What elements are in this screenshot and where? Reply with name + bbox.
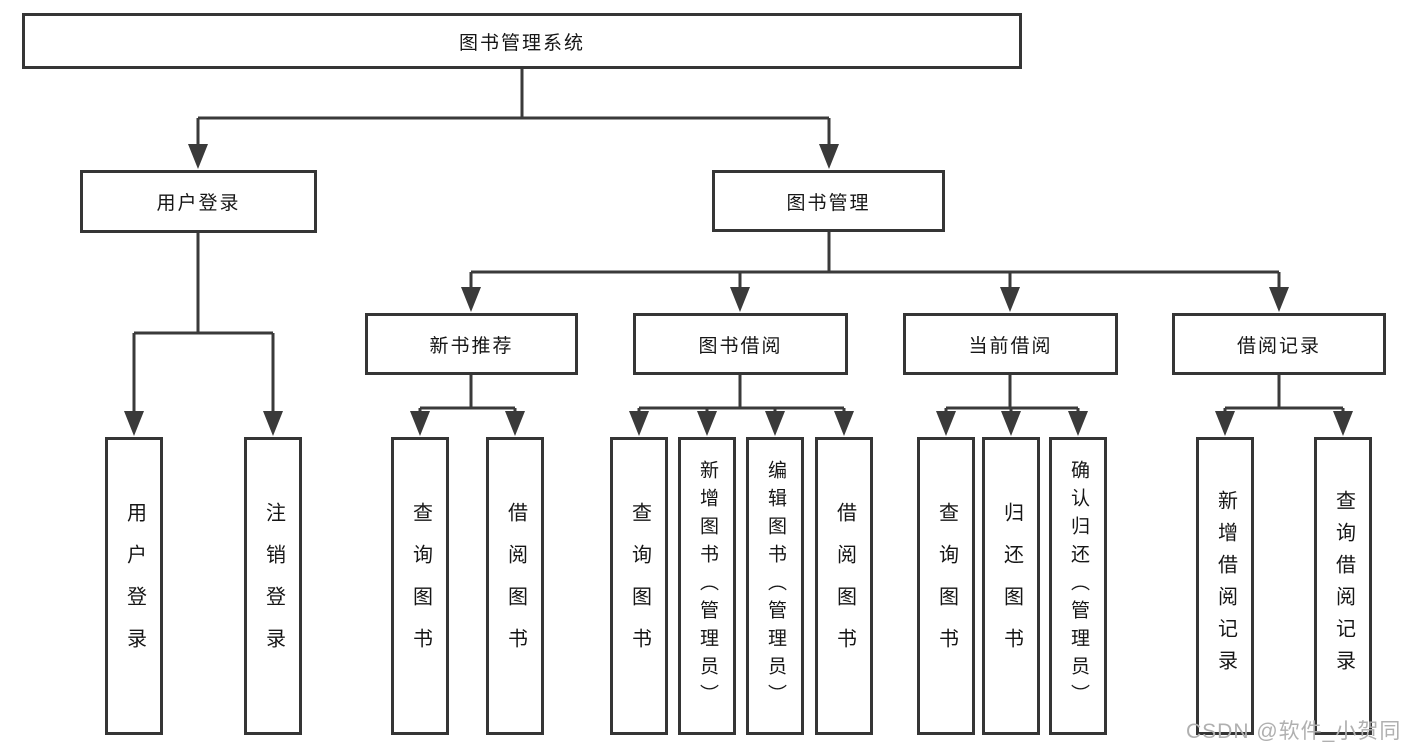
leaf-user-login: 用户登录 [105,437,163,735]
leaf-label: 新增图书（管理员） [696,460,718,712]
leaf-label: 借阅图书 [504,502,527,670]
leaf-query-books-current: 查询图书 [917,437,975,735]
arrow-icon [1000,287,1020,312]
arrow-icon [697,411,717,436]
arrow-icon [410,411,430,436]
arrow-icon [1269,287,1289,312]
leaf-edit-books-admin: 编辑图书（管理员） [746,437,804,735]
arrow-icon [188,144,208,169]
arrow-icon [834,411,854,436]
node-borrowing-records: 借阅记录 [1172,313,1386,375]
arrow-icon [1215,411,1235,436]
leaf-add-books-admin: 新增图书（管理员） [678,437,736,735]
node-user-login: 用户登录 [80,170,317,233]
leaf-label: 注销登录 [262,502,285,670]
leaf-label: 借阅图书 [833,502,856,670]
arrow-icon [1068,411,1088,436]
leaf-label: 确认归还（管理员） [1067,460,1089,712]
leaf-label: 查询图书 [409,502,432,670]
arrow-icon [263,411,283,436]
arrow-icon [1333,411,1353,436]
leaf-query-borrow-record: 查询借阅记录 [1314,437,1372,735]
leaf-label: 用户登录 [123,502,146,670]
node-new-book-recommend: 新书推荐 [365,313,578,375]
arrow-icon [730,287,750,312]
csdn-watermark: CSDN @软件_小贺同学 [1186,720,1402,743]
leaf-label: 编辑图书（管理员） [764,460,786,712]
leaf-label: 查询图书 [935,502,958,670]
leaf-confirm-return-admin: 确认归还（管理员） [1049,437,1107,735]
arrow-icon [629,411,649,436]
arrow-icon [461,287,481,312]
node-current-borrowing: 当前借阅 [903,313,1118,375]
leaf-borrow-books-recommend: 借阅图书 [486,437,544,735]
leaf-label: 归还图书 [1000,502,1023,670]
leaf-query-books-borrowing: 查询图书 [610,437,668,735]
arrow-icon [765,411,785,436]
arrow-icon [505,411,525,436]
leaf-label: 查询借阅记录 [1332,490,1355,682]
arrow-icon [936,411,956,436]
leaf-query-books-recommend: 查询图书 [391,437,449,735]
leaf-return-books: 归还图书 [982,437,1040,735]
leaf-label: 查询图书 [628,502,651,670]
arrow-icon [124,411,144,436]
leaf-label: 新增借阅记录 [1214,490,1237,682]
leaf-add-borrow-record: 新增借阅记录 [1196,437,1254,735]
node-book-management: 图书管理 [712,170,945,232]
leaf-logout: 注销登录 [244,437,302,735]
arrow-icon [1001,411,1021,436]
leaf-borrow-books-borrowing: 借阅图书 [815,437,873,735]
arrow-icon [819,144,839,169]
node-root: 图书管理系统 [22,13,1022,69]
node-book-borrowing: 图书借阅 [633,313,848,375]
